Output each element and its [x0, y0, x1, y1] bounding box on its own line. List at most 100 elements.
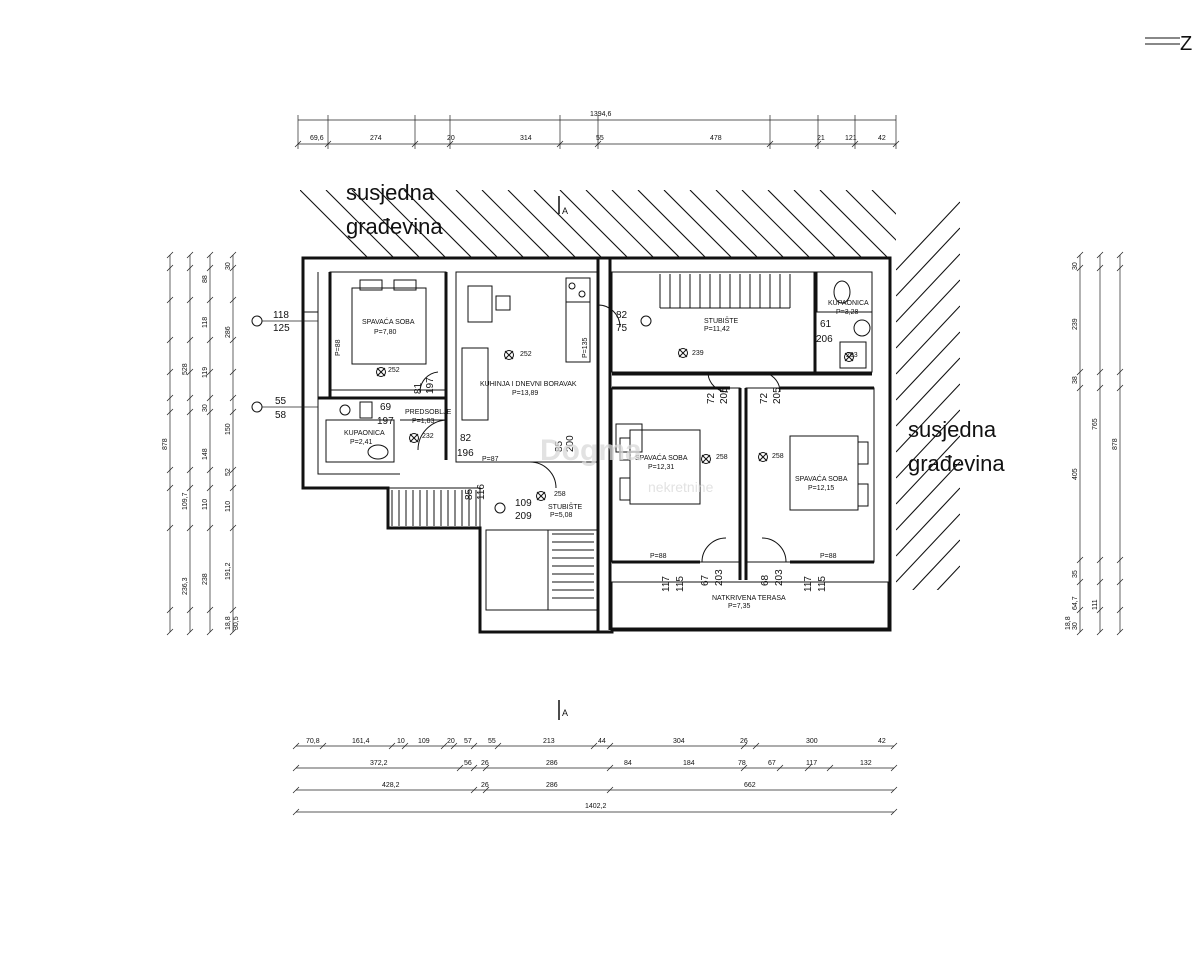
watermark-line2: nekretnine [648, 479, 714, 495]
dim-tick [1076, 251, 1084, 259]
room-stairs-main-name: STUBIŠTE [704, 316, 739, 325]
dim-tick [206, 466, 214, 474]
dim-top-seg: 21 [817, 135, 825, 142]
room-kitchen-height: 252 [520, 351, 532, 358]
room-kitchen-area: P=13,89 [512, 390, 538, 397]
height-marker-cross [376, 367, 386, 377]
hatch-line [896, 383, 960, 453]
opening-dim: 115 [675, 576, 686, 592]
room-bathroom2-name: KUPAONICA [828, 300, 869, 307]
hatch-line [896, 435, 960, 505]
dim-tick [1096, 628, 1104, 636]
room-bedroom1-height: 252 [388, 367, 400, 374]
dim-tick [1096, 368, 1104, 376]
hatch-line [793, 190, 863, 258]
dim-bottom-seg: 428,2 [382, 782, 400, 789]
dim-tick [776, 764, 784, 772]
room-bedroom2-height: 258 [716, 454, 728, 461]
dim-tick [186, 336, 194, 344]
dim-right-label: 18,8 [1065, 616, 1072, 630]
dimension-chain-bottom: 70,8 161,4 10 109 20 57 55 213 44 304 26… [292, 738, 898, 816]
dim-tick [292, 764, 300, 772]
room-bedroom1-area: P=7,80 [374, 329, 396, 336]
hatch-line [481, 190, 551, 258]
dim-left-label: 148 [202, 448, 209, 460]
furniture [339, 277, 871, 511]
hatch-line [950, 190, 1018, 258]
dim-tick [229, 394, 237, 402]
dim-tick [590, 742, 598, 750]
hatch-line [715, 190, 785, 258]
opening-dim: 115 [817, 576, 828, 592]
dim-tick [206, 264, 214, 272]
dim-tick [186, 484, 194, 492]
height-marker-cross [758, 452, 768, 462]
hatch-line [559, 190, 629, 258]
opening-dim: 82 [460, 433, 472, 444]
hatch-line [896, 190, 960, 245]
dim-tick [292, 742, 300, 750]
dim-left-label: 119 [202, 367, 209, 378]
opening-dim: 203 [714, 569, 725, 586]
dim-left-label: 18,8 [225, 616, 232, 630]
opening-dim: 81 [413, 382, 424, 394]
dim-tick [166, 394, 174, 402]
window-tag: P=88 [335, 339, 342, 356]
dim-tick [229, 606, 237, 614]
room-terrace-area: P=7,35 [728, 603, 750, 610]
dim-tick [229, 484, 237, 492]
dim-tick [826, 764, 834, 772]
room-bathroom2-area: P=3,28 [836, 309, 858, 316]
opening-dim: 118 [273, 310, 289, 321]
dim-bottom-seg: 161,4 [352, 738, 370, 745]
room-hallway-area: P=1,83 [412, 418, 434, 425]
dim-tick [206, 408, 214, 416]
hatch-line [300, 190, 369, 258]
opening-dim: 75 [616, 323, 628, 334]
hatch-line [871, 190, 896, 215]
dim-top-seg: 274 [370, 135, 382, 142]
building-walls [301, 256, 892, 634]
dim-tick [206, 336, 214, 344]
dim-tick [804, 764, 812, 772]
opening-dim: 68 [760, 574, 771, 586]
dim-tick [1116, 264, 1124, 272]
room-bathroom1-area: P=2,41 [350, 439, 372, 446]
dim-tick [186, 296, 194, 304]
dim-tick [456, 764, 464, 772]
height-marker [504, 350, 514, 360]
opening-dim: 67 [700, 574, 711, 586]
dim-right-label: 111 [1092, 599, 1099, 610]
room-kitchen-name: KUHINJA I DNEVNI BORAVAK [480, 381, 577, 388]
dim-tick [1096, 251, 1104, 259]
dim-right-label: 30 [1072, 622, 1079, 630]
dim-top-seg: 55 [596, 135, 604, 142]
dim-tick [229, 296, 237, 304]
opening-dim: 82 [616, 310, 628, 321]
dim-tick [1116, 368, 1124, 376]
hatch-line [896, 331, 960, 401]
dim-left-label: 286 [225, 326, 232, 338]
dim-bottom-seg: 372,2 [370, 760, 388, 767]
dim-bottom-seg: 26 [481, 782, 489, 789]
dim-top-seg: 42 [878, 135, 886, 142]
hatch-line [898, 190, 966, 258]
dim-tick [450, 742, 458, 750]
dim-tick [1116, 628, 1124, 636]
dim-tick [166, 264, 174, 272]
dimension-chain-left: 878 528 109,7 236,3 148 110 238 88 118 2… [162, 251, 240, 636]
dim-tick [186, 628, 194, 636]
hatch-line [896, 201, 960, 271]
opening-dim: 72 [706, 392, 717, 404]
dim-tick [166, 484, 174, 492]
dim-tick [606, 742, 614, 750]
opening-dim: 116 [476, 484, 487, 500]
dim-tick [206, 628, 214, 636]
dim-tick [186, 368, 194, 376]
opening-dim: 200 [565, 435, 576, 452]
room-stairs-small-name: STUBIŠTE [548, 502, 583, 511]
neighbor-hatch-top [300, 190, 1018, 258]
dim-tick [186, 394, 194, 402]
room-bedroom3-name: SPAVAĆA SOBA [795, 474, 848, 483]
section-marker-top: A [558, 196, 568, 216]
